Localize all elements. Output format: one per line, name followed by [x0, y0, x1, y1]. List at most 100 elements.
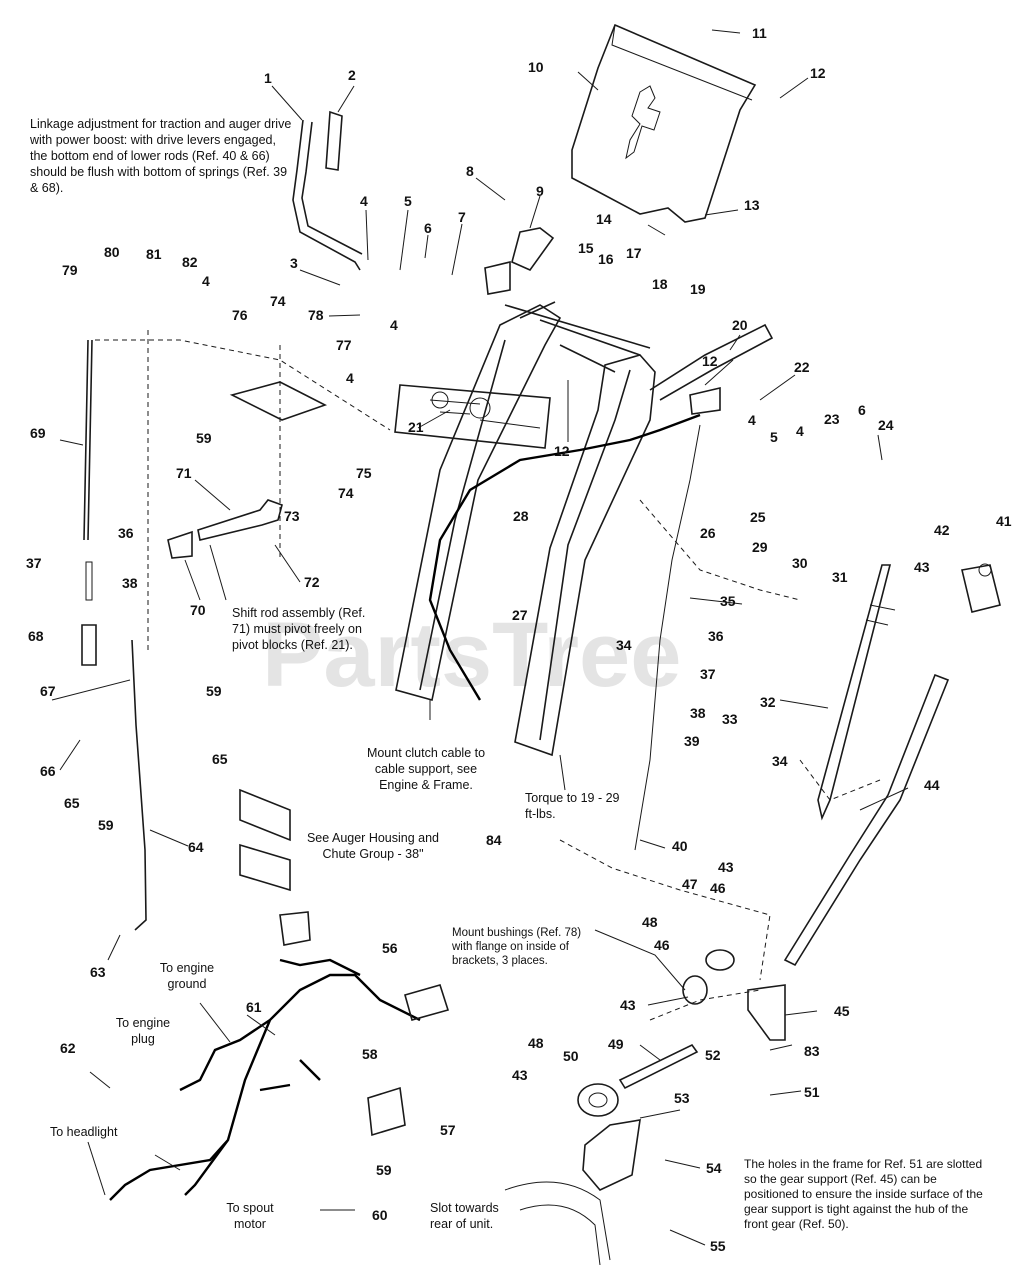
shift-rod-assembly-drawing — [197, 499, 283, 541]
callout-57: 57 — [440, 1122, 456, 1138]
callout-79: 79 — [62, 262, 78, 278]
callout-6: 6 — [424, 220, 432, 236]
callout-81: 81 — [146, 246, 162, 262]
shift-rod-note: Shift rod assembly (Ref. 71) must pivot … — [232, 606, 366, 652]
callout-27: 27 — [512, 607, 528, 623]
engine-ground-label: To engine ground — [159, 961, 215, 991]
callout-12: 12 — [554, 443, 570, 459]
callout-58: 58 — [362, 1046, 378, 1062]
callout-40: 40 — [672, 838, 688, 854]
callout-4: 4 — [202, 273, 210, 289]
callout-4: 4 — [796, 423, 804, 439]
callout-5: 5 — [770, 429, 778, 445]
callout-37: 37 — [26, 555, 42, 571]
callout-18: 18 — [652, 276, 668, 292]
callout-59: 59 — [196, 430, 212, 446]
callout-28: 28 — [513, 508, 529, 524]
callout-25: 25 — [750, 509, 766, 525]
callout-7: 7 — [458, 209, 466, 225]
callout-24: 24 — [878, 417, 894, 433]
callout-1: 1 — [264, 70, 272, 86]
callout-32: 32 — [760, 694, 776, 710]
callout-77: 77 — [336, 337, 352, 353]
callout-70: 70 — [190, 602, 206, 618]
callout-78: 78 — [308, 307, 324, 323]
callout-38: 38 — [690, 705, 706, 721]
callout-41: 41 — [996, 513, 1012, 529]
handle-left-drawing — [292, 119, 363, 271]
callout-74: 74 — [338, 485, 354, 501]
callout-73: 73 — [284, 508, 300, 524]
callout-68: 68 — [28, 628, 44, 644]
wiring-harness-drawing — [109, 958, 421, 1201]
callout-46: 46 — [710, 880, 726, 896]
engine-plug-label: To engine plug — [115, 1016, 171, 1046]
callout-4: 4 — [360, 193, 368, 209]
callout-4: 4 — [390, 317, 398, 333]
callout-37: 37 — [700, 666, 716, 682]
bushings-note: Mount bushings (Ref. 78) with flange on … — [452, 927, 582, 967]
callout-4: 4 — [346, 370, 354, 386]
callout-20: 20 — [732, 317, 748, 333]
callout-11: 11 — [752, 25, 767, 41]
callout-12: 12 — [810, 65, 826, 81]
callout-66: 66 — [40, 763, 56, 779]
callout-35: 35 — [720, 593, 736, 609]
callout-9: 9 — [536, 183, 544, 199]
callout-83: 83 — [804, 1043, 820, 1059]
callout-56: 56 — [382, 940, 398, 956]
callout-29: 29 — [752, 539, 768, 555]
callout-50: 50 — [563, 1048, 579, 1064]
callout-8: 8 — [466, 163, 474, 179]
callout-44: 44 — [924, 777, 940, 793]
callout-52: 52 — [705, 1047, 721, 1063]
callout-34: 34 — [772, 753, 788, 769]
callout-43: 43 — [512, 1067, 528, 1083]
callout-62: 62 — [60, 1040, 76, 1056]
callout-3: 3 — [290, 255, 298, 271]
callout-47: 47 — [682, 876, 698, 892]
callout-45: 45 — [834, 1003, 850, 1019]
callout-42: 42 — [934, 522, 950, 538]
callout-55: 55 — [710, 1238, 726, 1254]
callout-64: 64 — [188, 839, 204, 855]
callout-17: 17 — [626, 245, 642, 261]
linkage-adjustment-note: Linkage adjustment for traction and auge… — [30, 117, 292, 195]
callout-36: 36 — [708, 628, 724, 644]
callout-16: 16 — [598, 251, 614, 267]
callout-34: 34 — [616, 637, 632, 653]
callout-31: 31 — [832, 569, 848, 585]
callout-26: 26 — [700, 525, 716, 541]
callout-48: 48 — [642, 914, 658, 930]
callout-6: 6 — [858, 402, 866, 418]
callout-48: 48 — [528, 1035, 544, 1051]
clutch-cable-drawing — [428, 413, 701, 701]
handle-frame-left-drawing — [395, 304, 562, 701]
callout-54: 54 — [706, 1160, 722, 1176]
callout-30: 30 — [792, 555, 808, 571]
callout-76: 76 — [232, 307, 248, 323]
callout-46: 46 — [654, 937, 670, 953]
headlight-label: To headlight — [50, 1125, 118, 1139]
callout-10: 10 — [528, 59, 544, 75]
lower-rod-drawing — [131, 639, 147, 931]
callout-4: 4 — [748, 412, 756, 428]
callout-43: 43 — [718, 859, 734, 875]
callout-71: 71 — [176, 465, 192, 481]
callout-74: 74 — [270, 293, 286, 309]
part-drawings — [81, 23, 1001, 1266]
control-panel-drawing — [571, 23, 757, 223]
slot-note: Slot towards rear of unit. — [430, 1201, 499, 1231]
callout-65: 65 — [64, 795, 80, 811]
frame-holes-note: The holes in the frame for Ref. 51 are s… — [744, 1157, 983, 1231]
clutch-cable-note: Mount clutch cable to cable support, see… — [366, 746, 486, 792]
callout-13: 13 — [744, 197, 760, 213]
callout-72: 72 — [304, 574, 320, 590]
callout-84: 84 — [486, 832, 502, 848]
callout-36: 36 — [118, 525, 134, 541]
callout-49: 49 — [608, 1036, 624, 1052]
callout-63: 63 — [90, 964, 106, 980]
shift-lever-drawing — [817, 564, 892, 821]
callout-67: 67 — [40, 683, 56, 699]
callout-51: 51 — [804, 1084, 820, 1100]
